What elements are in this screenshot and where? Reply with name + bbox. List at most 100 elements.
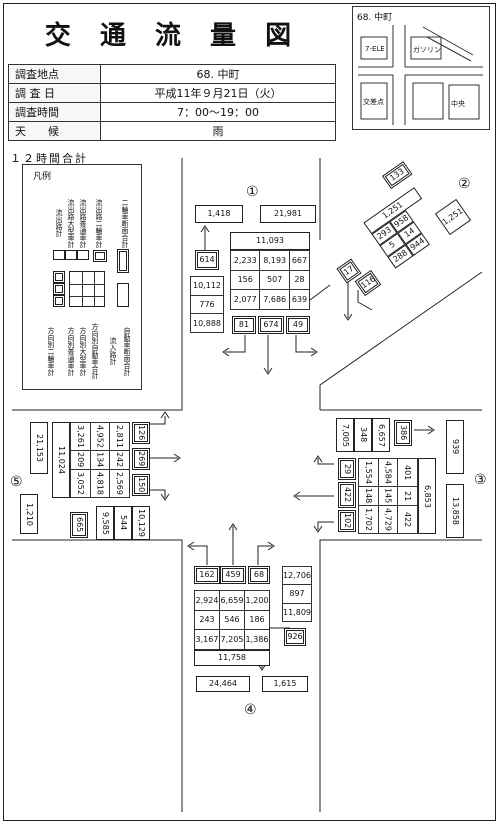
- inflow-total: 11,024: [52, 422, 70, 498]
- inflow-total: 6,853: [418, 458, 436, 534]
- legend-label: 方向別二輪車計: [47, 326, 55, 376]
- grid-cell: 3,261: [70, 422, 91, 451]
- approach-label-1: ①: [246, 184, 259, 200]
- outflow-table: 12,706 897 11,809: [282, 565, 312, 623]
- map-label: 中央: [451, 100, 465, 108]
- map-label: ガソリン: [413, 46, 441, 54]
- grid-cell: 186: [244, 609, 270, 631]
- grid-cell: 1,702: [358, 505, 379, 534]
- section-total: 24,464: [196, 676, 250, 692]
- dir-two-wheel: 162: [194, 566, 220, 584]
- section-title: １２時間合計: [10, 152, 88, 165]
- grid-cell: 3,167: [194, 629, 220, 650]
- section-total: 21,153: [30, 422, 48, 474]
- dir-two-wheel: 459: [220, 566, 246, 584]
- legend-label: 方向別普通車計: [67, 326, 75, 376]
- map-label: 7-ELE: [365, 45, 385, 53]
- grid-cell: 1,200: [244, 590, 270, 611]
- grid-cell: 242: [109, 449, 130, 471]
- map-sketch: [358, 25, 483, 125]
- grid-cell: 2,569: [109, 469, 130, 498]
- two-wheel-section-total: 939: [446, 420, 464, 474]
- grid-cell: 21: [397, 485, 418, 507]
- info-value: 雨: [100, 121, 336, 141]
- grid-cell: 2,077: [229, 289, 261, 310]
- info-label: 調査地点: [8, 64, 101, 84]
- grid-cell: 6,659: [219, 590, 245, 611]
- outflow-total: 10,129: [132, 506, 150, 540]
- map-title: 68. 中町: [357, 13, 393, 23]
- page-frame: [3, 3, 496, 821]
- grid-cell: 2,811: [109, 422, 130, 451]
- outflow-regular: 10,888: [190, 313, 224, 333]
- legend-cell: [117, 283, 129, 307]
- legend-cell: [77, 250, 89, 260]
- outflow-table: 10,112 776 10,888: [190, 276, 224, 333]
- grid-cell: 7,686: [259, 289, 290, 310]
- dir-two-wheel: 29: [338, 458, 356, 480]
- approach-label-2: ②: [458, 176, 471, 192]
- outflow-regular: 11,809: [282, 602, 312, 623]
- legend-cell: [53, 250, 65, 260]
- grid-cell: 28: [288, 269, 311, 291]
- grid-cell: 3,052: [70, 469, 91, 498]
- grid-cell: 401: [397, 458, 418, 487]
- grid-cell: 546: [219, 609, 245, 631]
- outflow-large: 348: [354, 418, 372, 452]
- legend-label: 流出路普通車計: [79, 198, 87, 248]
- outflow-large: 544: [114, 506, 132, 540]
- dir-two-wheel: 102: [338, 510, 356, 532]
- outflow-two-wheel: 614: [195, 250, 219, 270]
- dir-two-wheel: 150: [132, 474, 150, 496]
- legend-label: 流出路計: [55, 209, 63, 237]
- info-label: 天 候: [8, 121, 101, 141]
- grid-cell: 507: [259, 269, 290, 291]
- section-total: 21,981: [260, 205, 316, 223]
- approach-label-3: ③: [474, 472, 487, 488]
- grid-cell: 243: [194, 609, 220, 631]
- legend-label: 流出路二輪車計: [95, 198, 103, 248]
- legend-cell: [65, 250, 77, 260]
- legend-label: 方向別大型車計: [79, 326, 87, 376]
- page-title: 交 通 流 量 図: [44, 21, 302, 51]
- info-value: 平成11年９月21日（火）: [100, 83, 336, 103]
- outflow-regular: 6,657: [372, 418, 390, 452]
- dir-two-wheel: 126: [132, 422, 150, 444]
- outflow-total: 12,706: [282, 565, 312, 586]
- legend-label: 方向別自動車合計: [91, 323, 99, 379]
- outflow-two-wheel: 386: [394, 420, 412, 446]
- grid-cell: 4,584: [377, 458, 399, 487]
- two-wheel-section-total: 1,615: [262, 676, 308, 692]
- grid-cell: 2,233: [229, 250, 261, 271]
- inflow-total: 11,758: [194, 650, 270, 666]
- legend-grid: [69, 271, 105, 307]
- outflow-total: 7,005: [336, 418, 354, 452]
- section-total: 13,858: [446, 484, 464, 538]
- dir-two-wheel: 81: [232, 316, 256, 334]
- grid-cell: 156: [229, 269, 261, 291]
- grid-cell: 4,952: [89, 422, 111, 451]
- grid-cell: 1,386: [244, 629, 270, 650]
- legend-label: 流入路計: [109, 337, 117, 365]
- legend-cell: [53, 271, 65, 283]
- dir-two-wheel: 68: [248, 566, 270, 584]
- outflow-two-wheel: 926: [284, 628, 306, 646]
- dir-two-wheel: 269: [132, 448, 150, 470]
- dir-two-wheel: 674: [258, 316, 284, 334]
- grid-cell: 4,729: [377, 505, 399, 534]
- grid-cell: 2,924: [194, 590, 220, 611]
- grid-cell: 8,193: [259, 250, 290, 271]
- two-wheel-section-total: 1,210: [20, 494, 38, 534]
- grid-cell: 422: [397, 505, 418, 534]
- grid-cell: 134: [89, 449, 111, 471]
- grid-cell: 639: [288, 289, 311, 310]
- outflow-two-wheel: 665: [70, 512, 88, 538]
- legend-box: 凡例 流出路計 流出路大型車計 流出路普通車計 流出路二輪車計 二輪車断面合計 …: [22, 164, 142, 390]
- legend-cell: [53, 295, 65, 307]
- inflow-total: 11,093: [230, 232, 310, 250]
- legend-label: 自動車断面合計: [123, 326, 131, 376]
